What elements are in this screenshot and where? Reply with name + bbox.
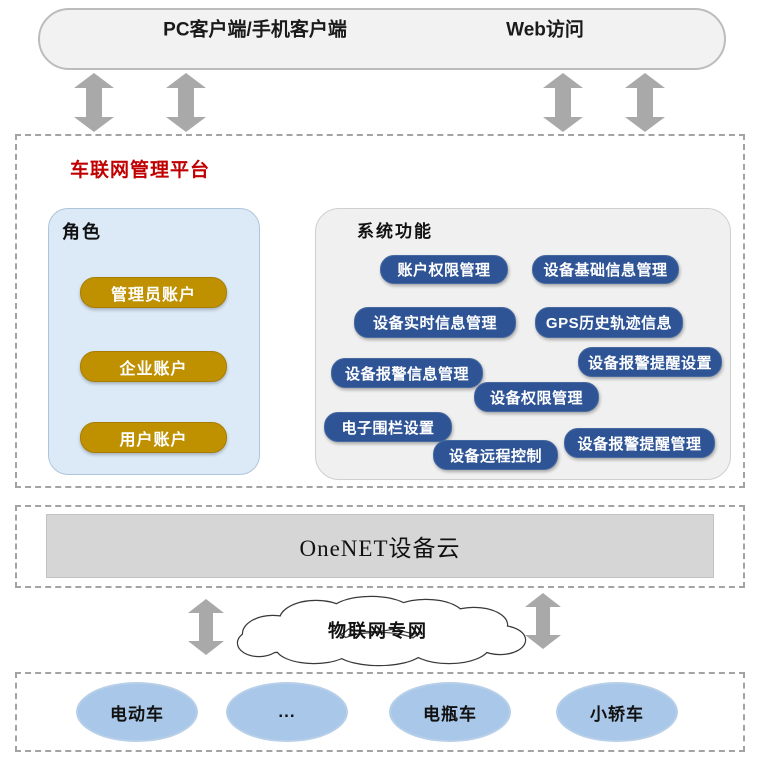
function-pill-gps-history: GPS历史轨迹信息	[535, 307, 683, 338]
function-pill-device-basic-info: 设备基础信息管理	[532, 255, 679, 284]
function-pill-account-permission: 账户权限管理	[380, 255, 508, 284]
function-pill-geofence-setting: 电子围栏设置	[324, 412, 452, 442]
device-ellipse-scooter: 电瓶车	[389, 682, 511, 742]
function-pill-remote-control: 设备远程控制	[433, 440, 558, 470]
functions-title: 系统功能	[357, 222, 433, 241]
iot-network-cloud-shape	[228, 594, 530, 668]
onenet-label: OneNET设备云	[299, 536, 461, 561]
web-access-label: Web访问	[506, 19, 584, 41]
iot-network-label: 物联网专网	[328, 621, 428, 641]
double-arrow-icon	[543, 73, 583, 132]
function-pill-device-realtime-info: 设备实时信息管理	[354, 307, 516, 338]
role-enterprise-account: 企业账户	[80, 351, 227, 382]
device-ellipse-more: ...	[226, 682, 348, 742]
double-arrow-icon	[525, 593, 561, 649]
function-pill-alarm-remind-mgmt: 设备报警提醒管理	[564, 428, 715, 458]
function-pill-alarm-remind-setting: 设备报警提醒设置	[578, 347, 722, 377]
client-access-bar	[38, 8, 726, 70]
pc-mobile-client-label: PC客户端/手机客户端	[163, 19, 347, 41]
device-ellipse-car: 小轿车	[556, 682, 678, 742]
double-arrow-icon	[625, 73, 665, 132]
role-user-account: 用户账户	[80, 422, 227, 453]
function-pill-device-permission: 设备权限管理	[474, 382, 599, 412]
platform-title: 车联网管理平台	[70, 160, 211, 181]
double-arrow-icon	[166, 73, 206, 132]
function-pill-alarm-info: 设备报警信息管理	[331, 358, 483, 388]
device-ellipse-ebike: 电动车	[76, 682, 198, 742]
roles-title: 角色	[62, 222, 102, 242]
onenet-bar: OneNET设备云	[46, 514, 714, 578]
double-arrow-icon	[74, 73, 114, 132]
role-admin-account: 管理员账户	[80, 277, 227, 308]
double-arrow-icon	[188, 599, 224, 655]
